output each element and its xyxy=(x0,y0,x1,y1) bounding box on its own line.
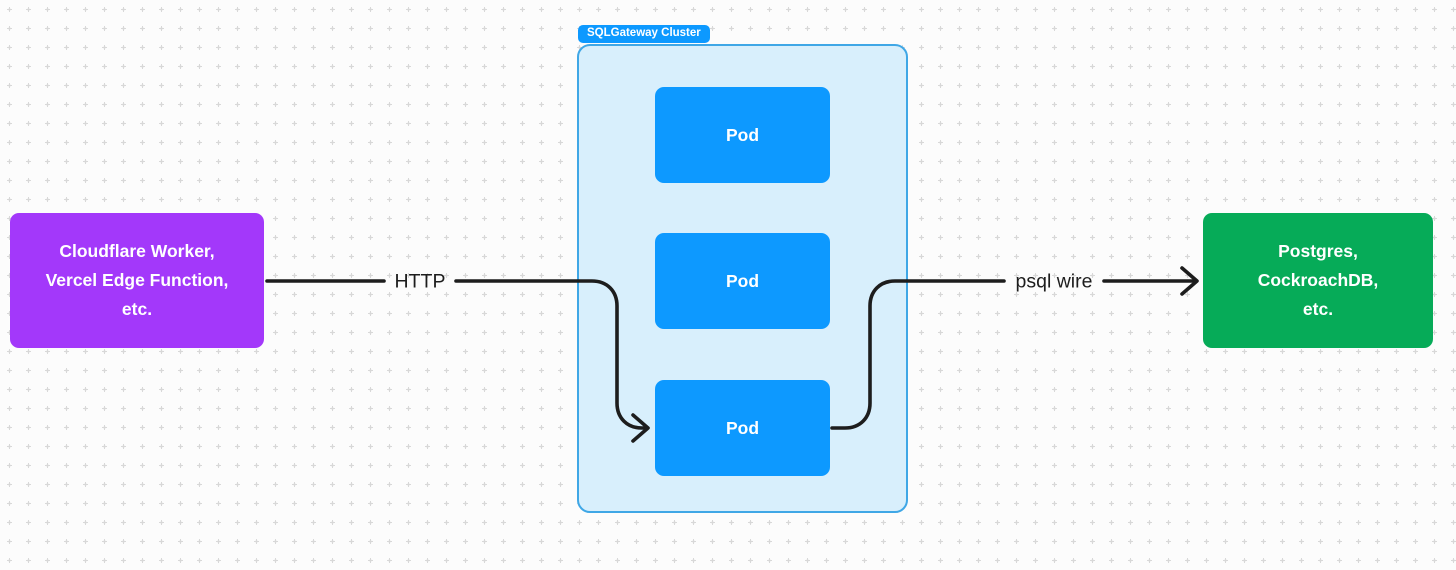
sqlgateway-cluster-badge: SQLGateway Cluster xyxy=(578,25,710,43)
pod-node-2-label: Pod xyxy=(725,270,760,291)
sqlgateway-cluster-badge-label: SQLGateway Cluster xyxy=(587,27,701,39)
pod-node-3: Pod xyxy=(655,380,830,476)
client-node-line-3: etc. xyxy=(121,299,153,319)
pod-node-3-label: Pod xyxy=(725,417,760,438)
pod-node-2: Pod xyxy=(655,233,830,329)
pod-node-1-label: Pod xyxy=(725,124,760,145)
database-node-line-3: etc. xyxy=(1302,299,1334,319)
client-node-line-1: Cloudflare Worker, xyxy=(59,241,215,261)
psql-edge-label: psql wire xyxy=(1015,270,1093,293)
http-edge-label: HTTP xyxy=(394,270,446,293)
database-node-line-1: Postgres, xyxy=(1278,241,1358,261)
psql-arrowhead-icon xyxy=(1180,266,1199,296)
database-node-line-2: CockroachDB, xyxy=(1257,270,1379,290)
client-node-line-2: Vercel Edge Function, xyxy=(45,270,229,290)
client-node: Cloudflare Worker, Vercel Edge Function,… xyxy=(10,213,264,348)
database-node: Postgres, CockroachDB, etc. xyxy=(1203,213,1433,348)
pod-node-1: Pod xyxy=(655,87,830,183)
